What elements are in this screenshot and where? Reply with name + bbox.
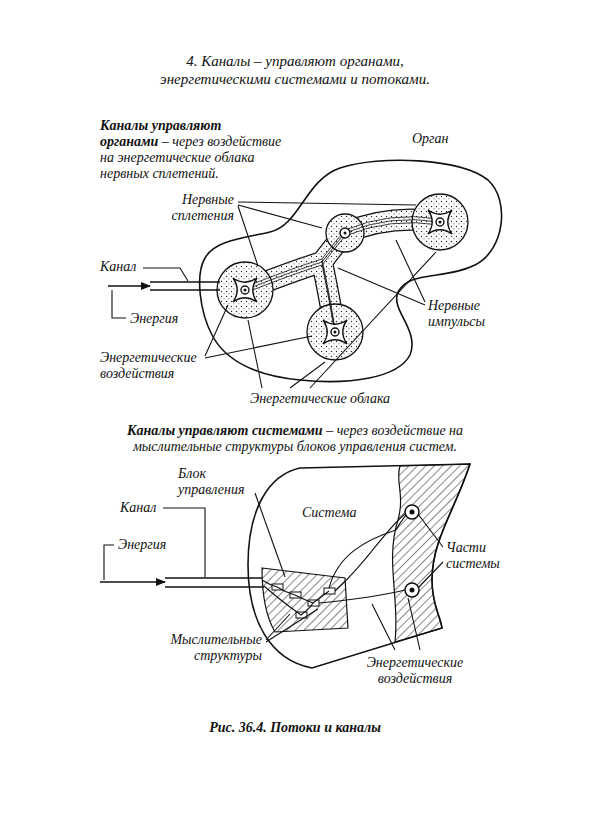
part-label: Блок управления: [178, 466, 268, 498]
plexus-core: [436, 218, 444, 226]
nerve-plexus: [233, 278, 257, 302]
part-label: Канал: [100, 259, 136, 275]
part-label: Энергетические облака: [250, 391, 390, 407]
label-text: Блок управления: [178, 466, 244, 497]
label-text: Энергия: [118, 537, 166, 552]
outline-path: [248, 464, 470, 668]
node-label: Система: [302, 505, 356, 521]
plexus-dot: [244, 289, 247, 292]
label-text: Части системы: [446, 540, 500, 571]
nerve-plexus: [323, 320, 347, 344]
part-label: Канал: [120, 500, 156, 516]
organ-outline: Орган: [195, 128, 510, 390]
plexus-dot: [439, 221, 442, 224]
label-text: Канал: [100, 259, 136, 274]
part-label: Части системы: [446, 540, 516, 572]
part-label: Нервные импульсы: [428, 298, 518, 330]
nerve-impulse: [245, 217, 440, 287]
label-text: Нервные импульсы: [428, 298, 485, 329]
heading-part: Каналы управляют системами: [127, 423, 323, 438]
cloud-dots: [308, 305, 362, 359]
outline: [245, 462, 475, 672]
part-label: Нервные сплетения: [152, 192, 234, 224]
label-text: Энергия: [130, 311, 178, 326]
plexus-dot: [334, 331, 337, 334]
outline: [195, 128, 510, 390]
plexus-core: [340, 228, 350, 238]
node-label: Орган: [412, 131, 449, 147]
label-text: Канал: [120, 500, 156, 515]
cloud-dots: [413, 195, 467, 249]
system-outline: Система: [245, 462, 475, 672]
plexus-core: [241, 286, 249, 294]
section-heading: Каналы управляют системами– через воздей…: [95, 423, 495, 455]
nerve-plexus: [428, 210, 452, 234]
label-text: Энергетические воздействия: [100, 350, 197, 381]
label-text: Нервные сплетения: [172, 192, 234, 223]
energy-cloud: [412, 194, 468, 250]
label-text: Мыслительные структуры: [170, 632, 262, 663]
diagram-title: 4. Каналы – управляют органами, энергети…: [145, 52, 445, 88]
plexus-dot: [344, 232, 347, 235]
part-label: Энергия: [118, 537, 166, 553]
nerve-impulse: [245, 223, 440, 293]
part-label: Мыслительные структуры: [150, 632, 262, 664]
energy-cloud: [307, 304, 363, 360]
section-heading: Каналы управляют органами– через воздейс…: [100, 118, 285, 182]
part-label: Энергетические воздействия: [355, 655, 475, 687]
part-label: Энергетические воздействия: [100, 350, 220, 382]
nerve-plexus-art: [217, 194, 468, 360]
label-text: Энергетические облака: [250, 391, 390, 406]
part-label: Энергия: [130, 311, 178, 327]
outline-path: [200, 160, 502, 381]
label-text: Энергетические воздействия: [367, 655, 464, 686]
figure-caption: Рис. 36.4. Потоки и каналы: [95, 720, 495, 736]
plexus-core: [331, 328, 339, 336]
